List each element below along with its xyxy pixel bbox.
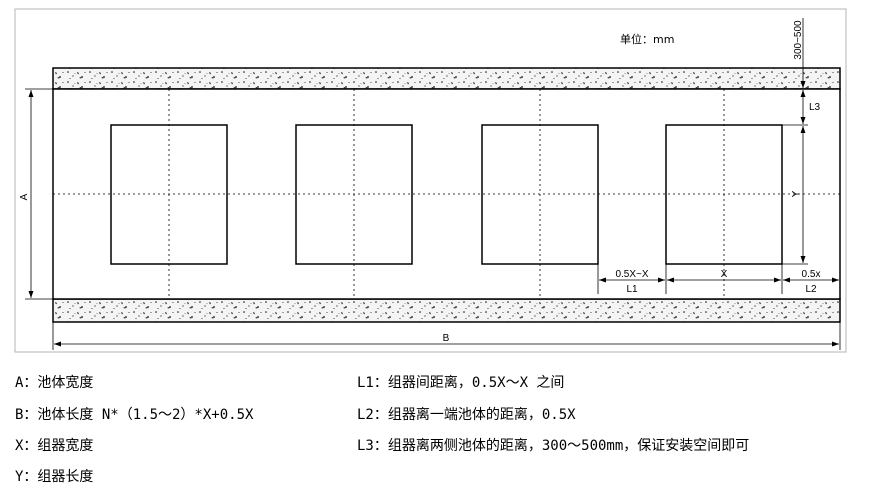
- modules: [110, 89, 783, 299]
- dimension-chain: 0.5X~X L1 X 0.5x L2: [597, 264, 839, 295]
- module-1: [110, 89, 228, 299]
- module-2: [295, 89, 413, 299]
- drawing-frame: [14, 8, 847, 353]
- dimension-l2-label: L2: [805, 284, 817, 295]
- dimension-b: B: [52, 322, 841, 350]
- tank-interior: [52, 88, 841, 300]
- dimension-a: A: [19, 88, 53, 300]
- tank-layout-drawing: 单位：mm A B: [14, 8, 847, 353]
- unit-label: 单位：mm: [620, 32, 674, 46]
- legend-l3: L3：组器离两侧池体的距离，300～500mm，保证安装空间即可: [357, 438, 750, 454]
- legend-b: B：池体长度 N*（1.5～2）*X+0.5X: [15, 407, 254, 423]
- dimension-x-label: X: [721, 269, 728, 280]
- dimension-l3-label: L3: [809, 102, 821, 113]
- dimension-l1-label: L1: [626, 284, 638, 295]
- module-3: [481, 89, 599, 299]
- dimension-b-label: B: [443, 333, 450, 344]
- dimension-l1-value: 0.5X~X: [615, 269, 648, 280]
- legend-x: X：组器宽度: [15, 438, 94, 454]
- legend-y: Y：组器长度: [15, 469, 94, 485]
- module-4: [665, 89, 783, 299]
- dimension-y-label: Y: [791, 190, 802, 197]
- dimension-l3: L3 300~500: [793, 18, 821, 124]
- dimension-a-label: A: [19, 193, 30, 200]
- legend-l2: L2：组器离一端池体的距离，0.5X: [357, 407, 576, 423]
- legend-a: A：池体宽度: [15, 375, 94, 391]
- dimension-l2-value: 0.5x: [802, 269, 821, 280]
- legend-l1: L1：组器间距离，0.5X～X 之间: [357, 375, 565, 391]
- bottom-wall: [52, 298, 841, 323]
- dimension-top-value: 300~500: [793, 20, 804, 60]
- top-wall: [52, 67, 841, 90]
- dimension-y: Y: [782, 124, 808, 265]
